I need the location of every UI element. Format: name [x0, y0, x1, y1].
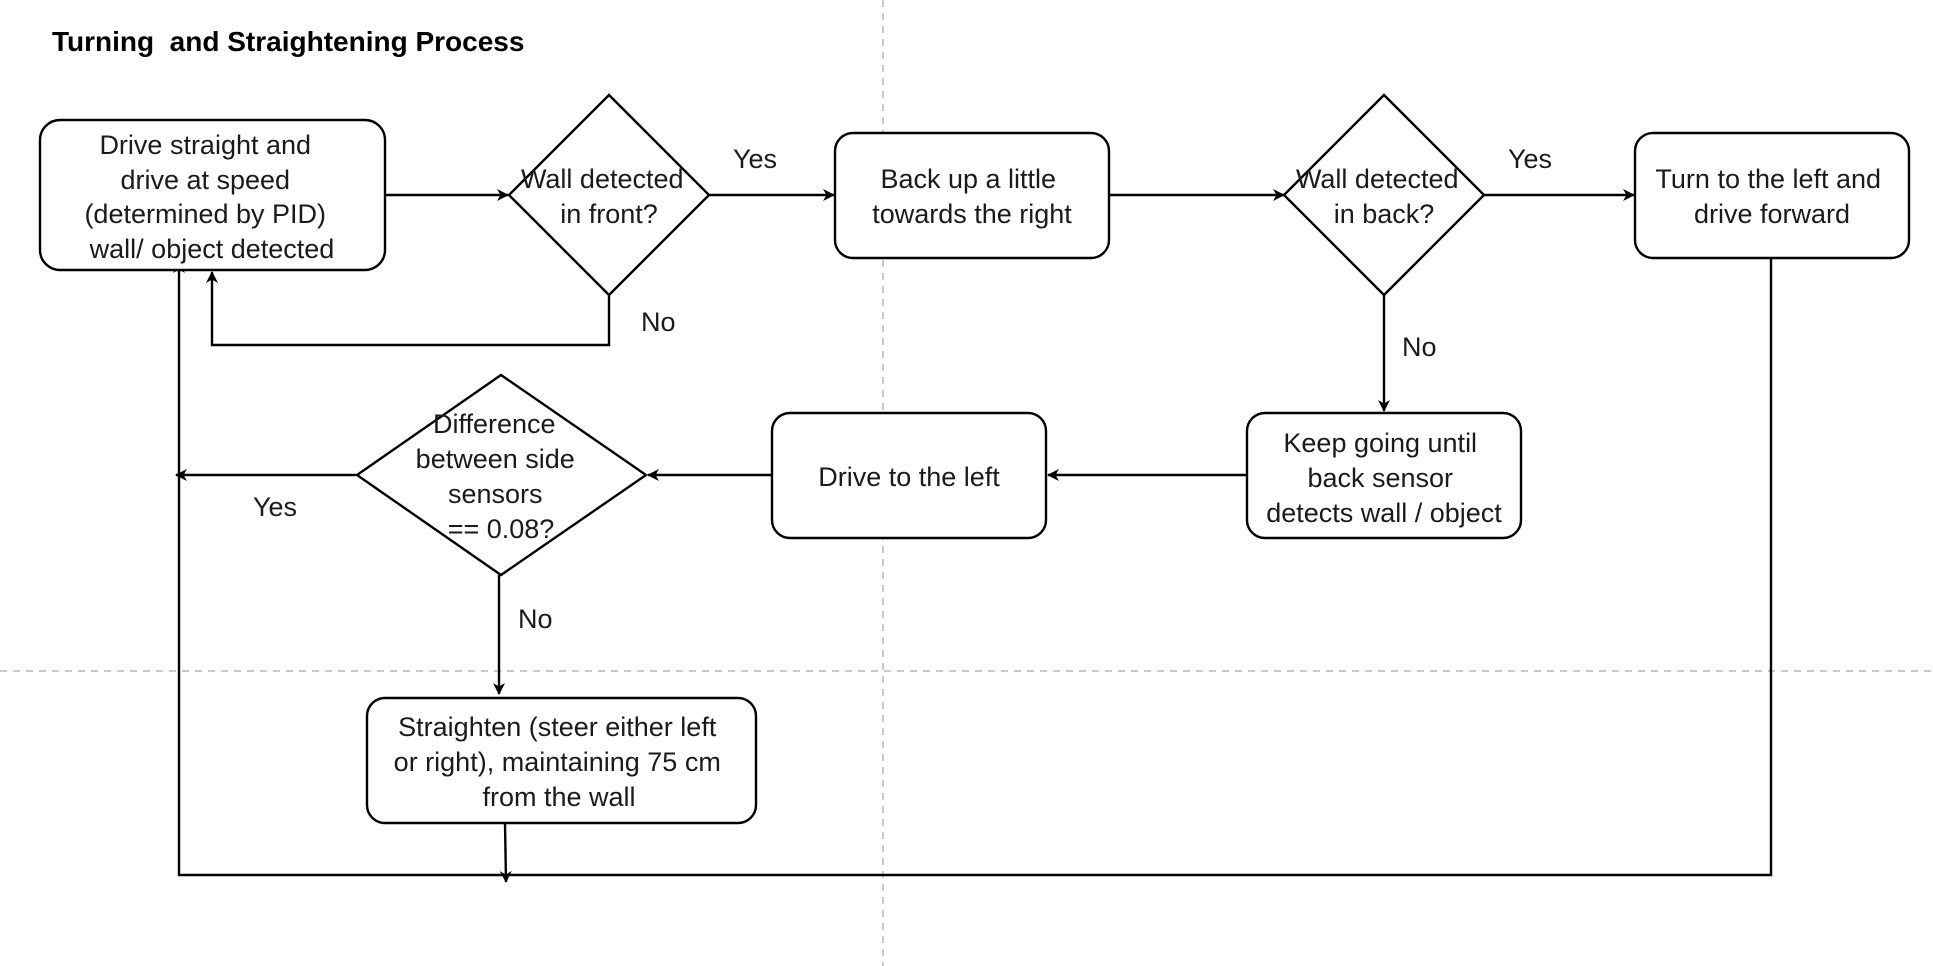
node-back-up-box	[833, 131, 1111, 260]
node-back-up-line-1: Back up a little	[880, 164, 1056, 194]
node-straighten-line-2: or right), maintaining 75 cm	[394, 747, 721, 777]
node-keep-going-box	[1245, 411, 1523, 540]
edge-label-diff-yes: Yes	[253, 492, 297, 522]
edge-label-diff-no: No	[518, 604, 553, 634]
node-straighten-box	[365, 696, 758, 825]
node-difference-line-3: sensors	[448, 479, 543, 509]
connectors	[173, 189, 1773, 883]
edge-label-front-no: No	[641, 307, 676, 337]
node-wall-back-line-2: in back?	[1334, 199, 1435, 229]
edge-label-front-yes: Yes	[733, 144, 777, 174]
node-wall-front-line-1: Wall detected	[521, 164, 684, 194]
node-wall-back-line-1: Wall detected	[1296, 164, 1459, 194]
node-difference: Difference between side sensors == 0.08?	[354, 373, 649, 577]
node-back-up-line-2: towards the right	[872, 199, 1072, 229]
node-keep-going: Keep going until back sensor detects wal…	[1245, 411, 1523, 540]
node-drive-left-box	[770, 411, 1048, 540]
edge-loop-return	[173, 258, 1773, 877]
node-difference-line-2: between side	[416, 444, 575, 474]
node-wall-front-label: Wall detected in front?	[521, 164, 691, 229]
node-wall-front: Wall detected in front?	[507, 93, 711, 297]
node-difference-line-4: == 0.08?	[448, 514, 555, 544]
node-wall-back-diamond	[1282, 93, 1486, 297]
node-drive-straight-label: Drive straight and drive at speed (deter…	[84, 130, 334, 264]
node-straighten: Straighten (steer either left or right),…	[365, 696, 758, 825]
node-drive-left-line-1: Drive to the left	[818, 462, 1000, 492]
node-straighten-label: Straighten (steer either left or right),…	[394, 712, 729, 812]
edge-labels: Yes No Yes No Yes No	[253, 144, 1552, 634]
node-keep-going-line-1: Keep going until	[1283, 428, 1477, 458]
node-difference-diamond	[354, 373, 649, 577]
node-drive-straight-line-3: (determined by PID)	[84, 199, 326, 229]
edge-label-back-no: No	[1402, 332, 1437, 362]
node-drive-straight: Drive straight and drive at speed (deter…	[38, 118, 387, 272]
node-turn-left-box	[1633, 131, 1911, 260]
node-difference-label: Difference between side sensors == 0.08?	[416, 409, 583, 544]
node-turn-left: Turn to the left and drive forward	[1633, 131, 1911, 260]
node-turn-left-label: Turn to the left and drive forward	[1655, 164, 1888, 229]
node-wall-front-diamond	[507, 93, 711, 297]
diagram-title: Turning and Straightening Process	[52, 26, 525, 57]
node-keep-going-label: Keep going until back sensor detects wal…	[1266, 428, 1502, 528]
node-straighten-line-1: Straighten (steer either left	[398, 712, 717, 742]
node-drive-straight-box	[38, 118, 387, 272]
node-straighten-line-3: from the wall	[482, 782, 635, 812]
node-drive-left-label: Drive to the left	[818, 462, 1000, 492]
node-back-up: Back up a little towards the right	[833, 131, 1111, 260]
node-keep-going-line-3: detects wall / object	[1266, 498, 1502, 528]
edge-straighten-loop	[499, 822, 512, 883]
node-drive-straight-line-1: Drive straight and	[99, 130, 311, 160]
node-drive-straight-line-4: wall/ object detected	[89, 234, 335, 264]
node-turn-left-line-1: Turn to the left and	[1655, 164, 1881, 194]
node-turn-left-line-2: drive forward	[1694, 199, 1850, 229]
node-drive-left: Drive to the left	[770, 411, 1048, 540]
node-difference-line-1: Difference	[433, 409, 556, 439]
edge-front-no	[206, 271, 611, 347]
node-keep-going-line-2: back sensor	[1307, 463, 1453, 493]
node-wall-front-line-2: in front?	[560, 199, 658, 229]
node-wall-back: Wall detected in back?	[1282, 93, 1486, 297]
edge-label-back-yes: Yes	[1508, 144, 1552, 174]
node-wall-back-label: Wall detected in back?	[1296, 164, 1466, 229]
node-drive-straight-line-2: drive at speed	[120, 165, 290, 195]
node-back-up-label: Back up a little towards the right	[872, 164, 1072, 229]
